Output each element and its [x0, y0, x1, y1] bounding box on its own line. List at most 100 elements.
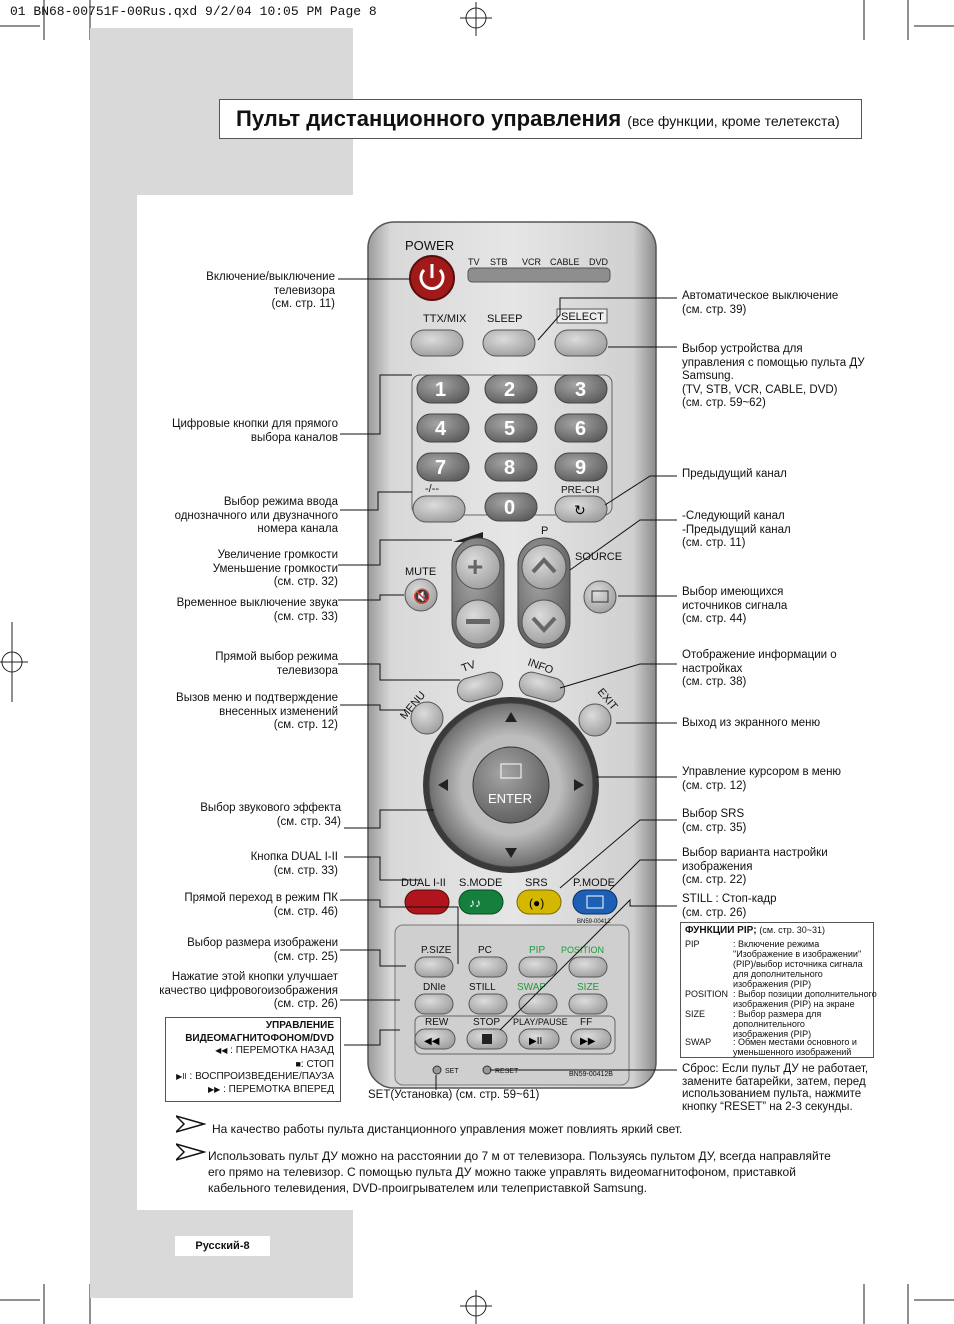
label-psize: Выбор размера изображени(см. стр. 25)	[187, 937, 338, 963]
set-label: SET	[445, 1068, 459, 1075]
pmode-button[interactable]	[572, 889, 618, 915]
note-2: Использовать пульт ДУ можно на расстояни…	[208, 1149, 831, 1195]
dual-button[interactable]	[404, 889, 450, 915]
svg-text:2: 2	[504, 379, 515, 401]
number-pad: 1 2 3 4 5 6 7 8 9 0	[416, 374, 608, 522]
mode-switch[interactable]	[467, 267, 611, 283]
page-title: Пульт дистанционного управления (все фун…	[236, 106, 840, 131]
arrow-left-icon[interactable]	[438, 779, 448, 791]
reset-label: RESET	[495, 1068, 519, 1075]
playpause-label: PLAY/PAUSE	[513, 1017, 568, 1027]
mute-label: MUTE	[405, 566, 436, 578]
dash-button[interactable]	[412, 495, 466, 523]
enter-label: ENTER	[488, 791, 532, 806]
stop-label: STOP	[473, 1017, 500, 1028]
model-number: BN59-00412	[577, 919, 611, 925]
select-button[interactable]	[554, 329, 608, 357]
enter-button[interactable]	[472, 746, 550, 824]
pip-label: PIP	[529, 945, 545, 956]
chevron-down-icon	[531, 616, 557, 633]
mode-vcr: VCR	[522, 257, 542, 267]
mute-button[interactable]	[404, 578, 438, 612]
volume-up-button[interactable]	[455, 544, 501, 590]
tv-button[interactable]	[455, 669, 506, 704]
prech-icon: ↻	[574, 502, 586, 518]
stop-icon: ■	[295, 1058, 301, 1069]
plus-icon: +	[467, 551, 483, 582]
psize-button[interactable]	[414, 956, 454, 978]
vcr-box: УПРАВЛЕНИЕ ВИДЕОМАГНИТОФОНОМ/DVD ◀◀ : ПЕ…	[165, 1017, 341, 1102]
remote-control: POWER TV STB VCR CABLE DVD TTX/MIX SLEEP…	[367, 221, 657, 1089]
position-button[interactable]	[568, 956, 608, 978]
page-footer: Русский-8	[175, 1236, 270, 1256]
digit-6-button[interactable]: 6	[554, 413, 608, 443]
svg-text:6: 6	[575, 418, 586, 440]
pc-button[interactable]	[468, 956, 508, 978]
playpause-button[interactable]	[518, 1028, 560, 1050]
menu-button[interactable]	[410, 701, 444, 735]
size-button[interactable]	[568, 993, 608, 1015]
enter-icon	[500, 763, 522, 779]
prech-button[interactable]	[554, 495, 608, 523]
source-icon	[591, 590, 609, 603]
ff-button[interactable]	[570, 1028, 612, 1050]
source-button[interactable]	[583, 580, 617, 614]
dnie-button[interactable]	[414, 993, 454, 1015]
pip-button[interactable]	[518, 956, 558, 978]
pc-label: PC	[478, 945, 492, 956]
label-cursor: Управление курсором в меню(см. стр. 12)	[682, 766, 842, 792]
info-button[interactable]	[517, 669, 568, 704]
srs-button[interactable]	[516, 889, 562, 915]
svg-text:9: 9	[575, 457, 586, 479]
rew-button[interactable]	[414, 1028, 456, 1050]
svg-text:8: 8	[504, 457, 515, 479]
fast-forward-icon: ▶▶	[208, 1084, 221, 1094]
channel-up-button[interactable]	[521, 544, 567, 590]
sleep-button[interactable]	[482, 329, 536, 357]
channel-down-button[interactable]	[521, 599, 567, 645]
ttx-label: TTX/MIX	[423, 313, 467, 325]
digit-3-button[interactable]: 3	[554, 374, 608, 404]
stop-icon	[482, 1034, 492, 1044]
gray-band-left	[90, 195, 137, 1298]
mode-stb: STB	[490, 257, 508, 267]
digit-9-button[interactable]: 9	[554, 452, 608, 482]
smode-icon: ♪♪	[469, 896, 481, 910]
tv-label: TV	[460, 659, 478, 675]
p-label: P	[541, 525, 548, 537]
source-label: SOURCE	[575, 551, 622, 563]
prech-label: PRE-CH	[561, 485, 599, 496]
arrow-up-icon[interactable]	[505, 712, 517, 722]
digit-8-button[interactable]: 8	[484, 452, 538, 482]
ttx-button[interactable]	[410, 329, 464, 357]
digit-7-button[interactable]: 7	[416, 452, 470, 482]
digit-2-button[interactable]: 2	[484, 374, 538, 404]
arrow-right-icon[interactable]	[574, 779, 584, 791]
reset-note: Сброс: Если пульт ДУ не работает,заменит…	[682, 1063, 869, 1113]
vcr-rew-line: ◀◀ : ПЕРЕМОТКА НАЗАД	[215, 1045, 334, 1056]
label-still: STILL : Стоп-кадр(см. стр. 26)	[682, 893, 777, 919]
digit-0-button[interactable]: 0	[484, 492, 538, 522]
swap-button[interactable]	[518, 993, 558, 1015]
arrow-down-icon[interactable]	[505, 848, 517, 858]
exit-button[interactable]	[578, 703, 612, 737]
mute-icon: 🔇	[413, 588, 430, 605]
digit-5-button[interactable]: 5	[484, 413, 538, 443]
psize-label: P.SIZE	[421, 945, 452, 956]
still-button[interactable]	[468, 993, 508, 1015]
svg-text:7: 7	[435, 457, 446, 479]
smode-button[interactable]	[458, 889, 504, 915]
srs-icon: (●)	[529, 896, 544, 910]
label-sleep: Автоматическое выключение(см. стр. 39)	[682, 290, 839, 316]
digit-1-button[interactable]: 1	[416, 374, 470, 404]
power-label: POWER	[405, 238, 454, 253]
pip-row-pip: PIP: Включение режима"Изображение в изоб…	[685, 939, 863, 989]
digit-4-button[interactable]: 4	[416, 413, 470, 443]
set-button[interactable]	[432, 1065, 442, 1075]
